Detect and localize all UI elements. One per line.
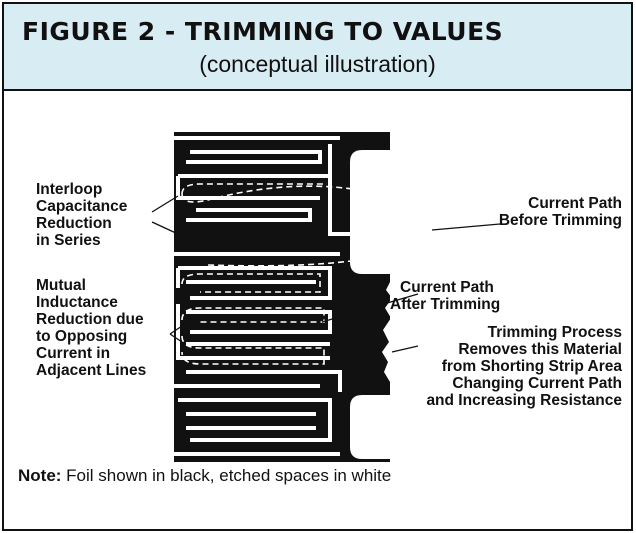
label-mutual-inductance: Mutual Inductance Reduction due to Oppos… xyxy=(36,277,146,379)
figure-subtitle: (conceptual illustration) xyxy=(199,51,436,77)
label-current-path-before: Current Path Before Trimming xyxy=(499,195,622,229)
label-mutual-line-5: Current in xyxy=(36,345,110,362)
label-mutual-line-1: Mutual xyxy=(36,277,86,294)
figure-header: FIGURE 2 - TRIMMING TO VALUES (conceptua… xyxy=(4,4,631,91)
label-after-line-2: After Trimming xyxy=(390,296,500,313)
figure-title: FIGURE 2 - TRIMMING TO VALUES xyxy=(22,17,504,46)
label-trimming-line-4: Changing Current Path xyxy=(452,375,622,392)
label-after-line-1: Current Path xyxy=(400,279,494,296)
note-label: Note: xyxy=(18,466,62,485)
label-interloop-line-3: Reduction xyxy=(36,215,112,232)
label-trimming-process: Trimming Process Removes this Material f… xyxy=(426,324,622,409)
shorting-strip-cutout-upper xyxy=(350,150,390,274)
current-path-dashes xyxy=(181,183,431,365)
label-interloop-capacitance: Interloop Capacitance Reduction in Serie… xyxy=(36,181,128,249)
label-interloop-line-1: Interloop xyxy=(36,181,102,198)
label-mutual-line-2: Inductance xyxy=(36,294,118,311)
label-trimming-line-3: from Shorting Strip Area xyxy=(442,358,623,375)
figure-note: Note: Foil shown in black, etched spaces… xyxy=(18,466,391,486)
label-trimming-line-1: Trimming Process xyxy=(488,324,622,341)
label-mutual-line-6: Adjacent Lines xyxy=(36,362,146,379)
shorting-strip-cutout-lower xyxy=(350,395,390,459)
label-mutual-line-3: Reduction due xyxy=(36,311,144,328)
etched-lines xyxy=(174,136,370,456)
label-mutual-line-4: to Opposing xyxy=(36,328,127,345)
label-interloop-line-2: Capacitance xyxy=(36,198,128,215)
pointer-lines xyxy=(151,195,501,353)
label-before-line-1: Current Path xyxy=(528,195,622,212)
note-text: Foil shown in black, etched spaces in wh… xyxy=(61,466,392,485)
label-trimming-line-5: and Increasing Resistance xyxy=(426,392,622,409)
trimmed-notch xyxy=(382,282,392,382)
label-interloop-line-4: in Series xyxy=(36,232,101,249)
label-current-path-after: Current Path After Trimming xyxy=(390,279,500,313)
label-trimming-line-2: Removes this Material xyxy=(458,341,622,358)
label-before-line-2: Before Trimming xyxy=(499,212,622,229)
foil-pattern xyxy=(174,132,431,462)
